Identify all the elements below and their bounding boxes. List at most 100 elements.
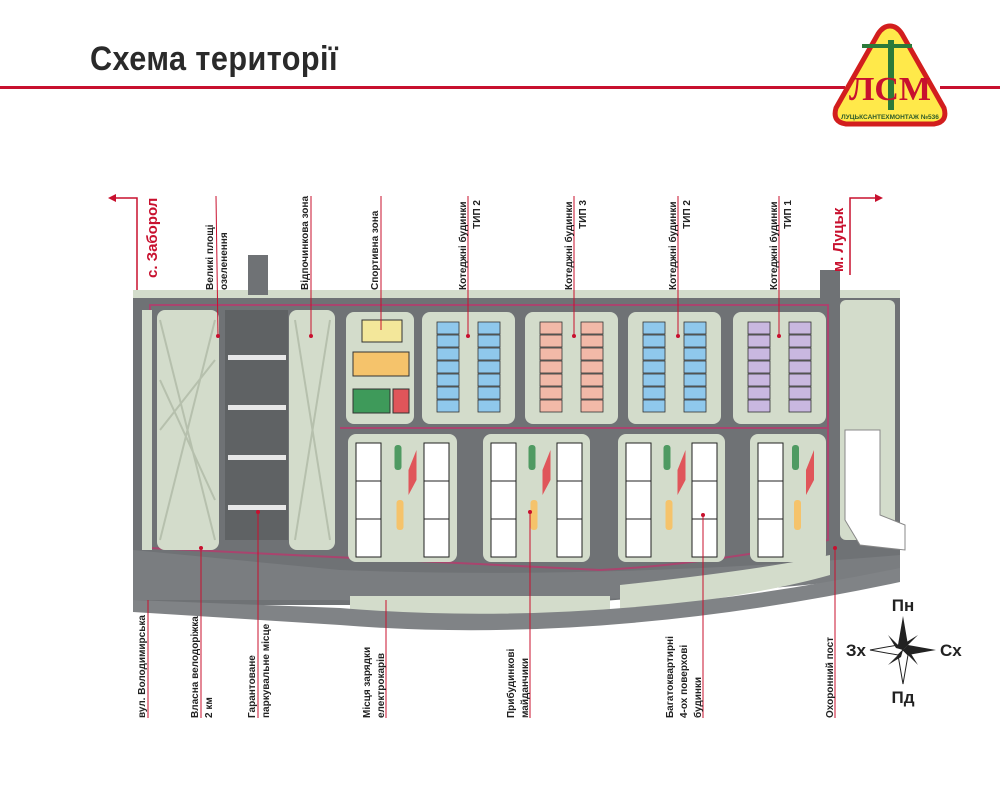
compass-east: Сх xyxy=(940,641,962,660)
cottage-block xyxy=(422,312,515,424)
direction-label-zaborol: с. Заборол xyxy=(144,198,161,278)
apartment-building xyxy=(490,518,517,558)
entrance-road-east xyxy=(820,270,840,298)
cottage-house xyxy=(477,373,501,387)
vul-volodymyrska-road xyxy=(133,568,900,631)
cottage-house xyxy=(477,347,501,361)
cottage-house xyxy=(642,334,666,348)
compass-north: Пн xyxy=(892,596,915,615)
bottom-labels: вул. Володимирська Власна велодоріжка 2 … xyxy=(137,510,837,718)
cottage-house xyxy=(580,373,604,387)
cottage-house xyxy=(580,321,604,335)
label-yard-playgrounds: Прибудинкові xyxy=(505,649,517,718)
cottage-house xyxy=(539,334,563,348)
apartment-building xyxy=(625,480,652,520)
yard-playground xyxy=(806,450,814,495)
cottage-house xyxy=(580,334,604,348)
label-green-areas-2: озеленення xyxy=(219,232,230,290)
label-sport-zone: Спортивна зона xyxy=(370,210,381,290)
label-cottage-2-type: ТИП 3 xyxy=(578,200,589,229)
yard-playground xyxy=(677,450,686,495)
cottage-house xyxy=(539,321,563,335)
cottage-house xyxy=(642,399,666,413)
cottage-house xyxy=(539,360,563,374)
compass-south: Пд xyxy=(891,688,914,707)
cottage-house xyxy=(788,399,812,413)
apartment-building xyxy=(691,480,718,520)
tennis-court xyxy=(352,351,410,377)
apartment-building xyxy=(355,518,382,558)
yard-playground xyxy=(542,450,551,495)
page-title: Схема території xyxy=(90,40,339,78)
apartment-building xyxy=(625,442,652,482)
cottage-house xyxy=(436,321,460,335)
cottage-house xyxy=(747,334,771,348)
yard-playground xyxy=(794,500,801,530)
apartment-block xyxy=(483,434,590,562)
cottage-block xyxy=(628,312,721,424)
playground xyxy=(392,388,410,414)
cottage-house xyxy=(580,399,604,413)
apartment-building xyxy=(423,442,450,482)
entrance-road-west xyxy=(248,255,268,295)
label-cottage-4: Котеджні будинки xyxy=(768,201,780,290)
apartment-building xyxy=(355,442,382,482)
label-cottage-3: Котеджні будинки xyxy=(667,201,679,290)
apartment-building xyxy=(556,442,583,482)
cottage-house xyxy=(477,360,501,374)
label-apartments-3: будинки xyxy=(692,677,704,718)
yard-green xyxy=(394,445,402,470)
apartment-building xyxy=(490,442,517,482)
label-bike-path-length: 2 км xyxy=(204,697,215,718)
cottage-block xyxy=(733,312,826,424)
compass-west: Зх xyxy=(846,641,867,660)
cottage-house xyxy=(747,399,771,413)
cottage-house xyxy=(683,399,707,413)
cottage-house xyxy=(642,373,666,387)
label-yard-playgrounds-2: майданчики xyxy=(520,658,531,718)
cottage-house xyxy=(683,334,707,348)
cottage-house xyxy=(436,334,460,348)
label-street: вул. Володимирська xyxy=(137,615,148,718)
football-court xyxy=(352,388,391,414)
arrow-right-icon xyxy=(875,194,883,202)
cottage-house xyxy=(788,373,812,387)
basketball-court xyxy=(361,319,403,343)
cottage-house xyxy=(642,386,666,400)
arrow-left-icon xyxy=(108,194,116,202)
apartment-building xyxy=(423,518,450,558)
header-divider-right xyxy=(940,86,1000,89)
label-cottage-2: Котеджні будинки xyxy=(563,201,575,290)
apartment-block xyxy=(618,434,725,562)
label-ev-charging-2: електрокарів xyxy=(376,653,387,718)
company-logo: ЛСМ ЛУЦЬКСАНТЕХМОНТАЖ №536 xyxy=(832,23,948,127)
cottage-house xyxy=(788,347,812,361)
label-cottage-3-type: ТИП 2 xyxy=(682,200,693,229)
cottage-house xyxy=(539,347,563,361)
cottage-house xyxy=(436,386,460,400)
cottage-block xyxy=(525,312,618,424)
apartment-building xyxy=(556,480,583,520)
cottage-house xyxy=(683,360,707,374)
apartment-block xyxy=(750,434,826,562)
label-recreation-zone: Відпочинкова зона xyxy=(300,196,311,290)
cottage-house xyxy=(642,360,666,374)
apartment-building xyxy=(757,480,784,520)
yard-playground xyxy=(396,500,404,530)
yard-playground xyxy=(665,500,673,530)
apartment-building xyxy=(757,442,784,482)
apartment-block xyxy=(348,434,457,562)
cottage-house xyxy=(436,373,460,387)
yard-playground xyxy=(530,500,538,530)
logo-letters: ЛСМ xyxy=(849,71,931,108)
label-bike-path: Власна велодоріжка xyxy=(190,616,201,718)
direction-label-lutsk: м. Луцьк xyxy=(830,207,847,272)
cottage-house xyxy=(683,386,707,400)
cottage-house xyxy=(747,373,771,387)
label-cottage-4-type: ТИП 1 xyxy=(783,200,794,229)
cottage-house xyxy=(747,321,771,335)
cottage-house xyxy=(683,321,707,335)
cottage-house xyxy=(747,386,771,400)
label-green-areas: Великі площі xyxy=(205,224,216,290)
yard-green xyxy=(528,445,536,470)
